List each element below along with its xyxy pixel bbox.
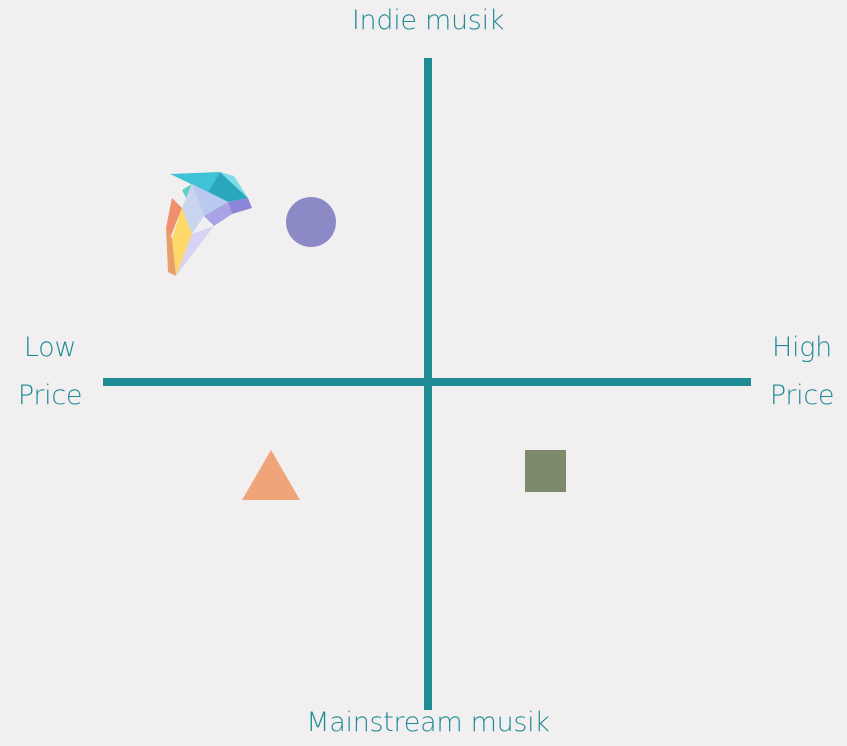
axis-label-right-line2: Price: [769, 379, 835, 411]
triangle-marker: [242, 450, 300, 500]
axis-label-right-line1: High: [772, 332, 832, 363]
horizontal-axis: [103, 378, 751, 386]
circle-marker: [286, 197, 336, 247]
square-marker: [525, 450, 566, 492]
axis-label-left-line2: Price: [17, 379, 83, 411]
axis-label-right: High Price: [760, 333, 844, 410]
axis-label-top: Indie musik: [351, 5, 505, 36]
brand-logo-icon: [166, 172, 252, 276]
axis-label-bottom: Mainstream musik: [306, 707, 550, 738]
axis-label-left: Low Price: [10, 333, 90, 410]
axis-label-left-line1: Low: [23, 332, 77, 363]
